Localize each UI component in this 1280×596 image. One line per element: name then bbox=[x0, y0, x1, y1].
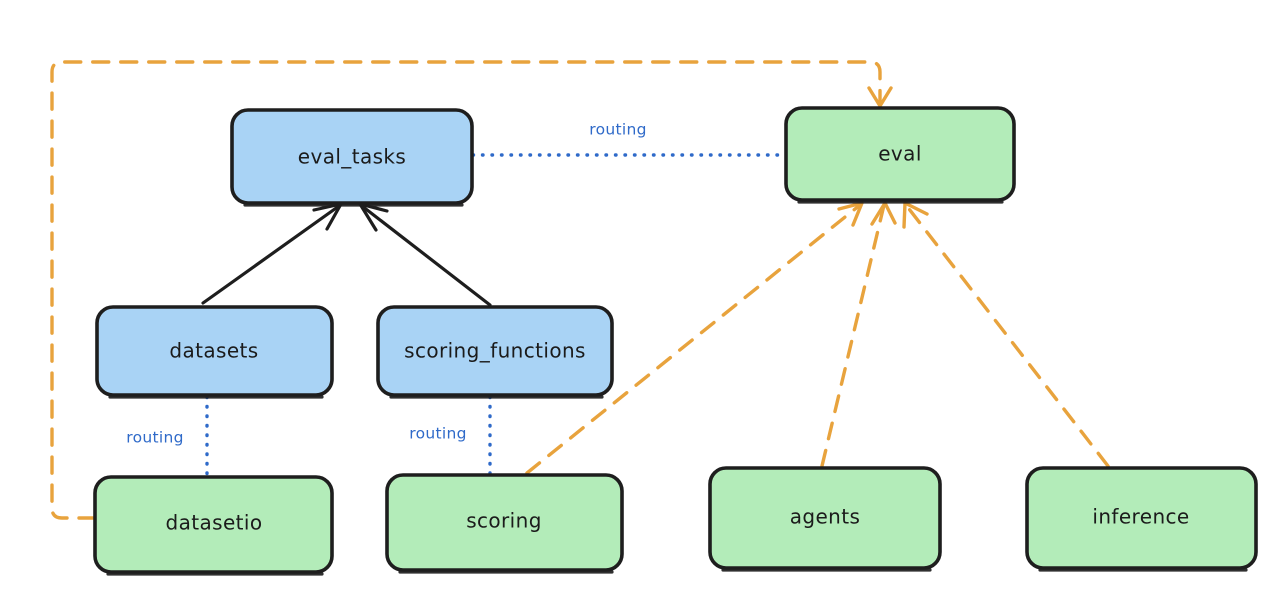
edge-label-routing-scoring: routing bbox=[409, 425, 467, 443]
edge-datasetio-to-eval bbox=[50, 60, 893, 520]
edge-agents-to-eval bbox=[820, 201, 897, 468]
edge-label-routing-datasetio: routing bbox=[126, 429, 184, 447]
edge-inference-to-eval bbox=[902, 201, 1110, 468]
node-inference[interactable]: inference bbox=[1025, 466, 1258, 572]
node-label-scoring-functions: scoring_functions bbox=[404, 339, 586, 363]
node-label-eval: eval bbox=[878, 142, 922, 166]
node-eval-tasks[interactable]: eval_tasks bbox=[230, 108, 474, 207]
node-datasets[interactable]: datasets bbox=[95, 305, 334, 399]
node-label-eval-tasks: eval_tasks bbox=[298, 145, 406, 169]
node-label-scoring: scoring bbox=[466, 509, 542, 533]
node-eval[interactable]: eval bbox=[784, 106, 1016, 204]
node-label-inference: inference bbox=[1092, 505, 1189, 529]
node-scoring-functions[interactable]: scoring_functions bbox=[376, 305, 614, 399]
edge-label-routing-eval: routing bbox=[589, 121, 647, 139]
node-scoring[interactable]: scoring bbox=[385, 473, 624, 574]
node-label-datasets: datasets bbox=[169, 339, 258, 363]
edge-datasets-to-eval-tasks bbox=[201, 202, 343, 305]
edge-scoring-functions-to-eval-tasks bbox=[358, 202, 492, 307]
node-agents[interactable]: agents bbox=[708, 466, 942, 572]
node-label-datasetio: datasetio bbox=[165, 511, 262, 535]
node-label-agents: agents bbox=[790, 505, 861, 529]
node-datasetio[interactable]: datasetio bbox=[93, 475, 334, 576]
